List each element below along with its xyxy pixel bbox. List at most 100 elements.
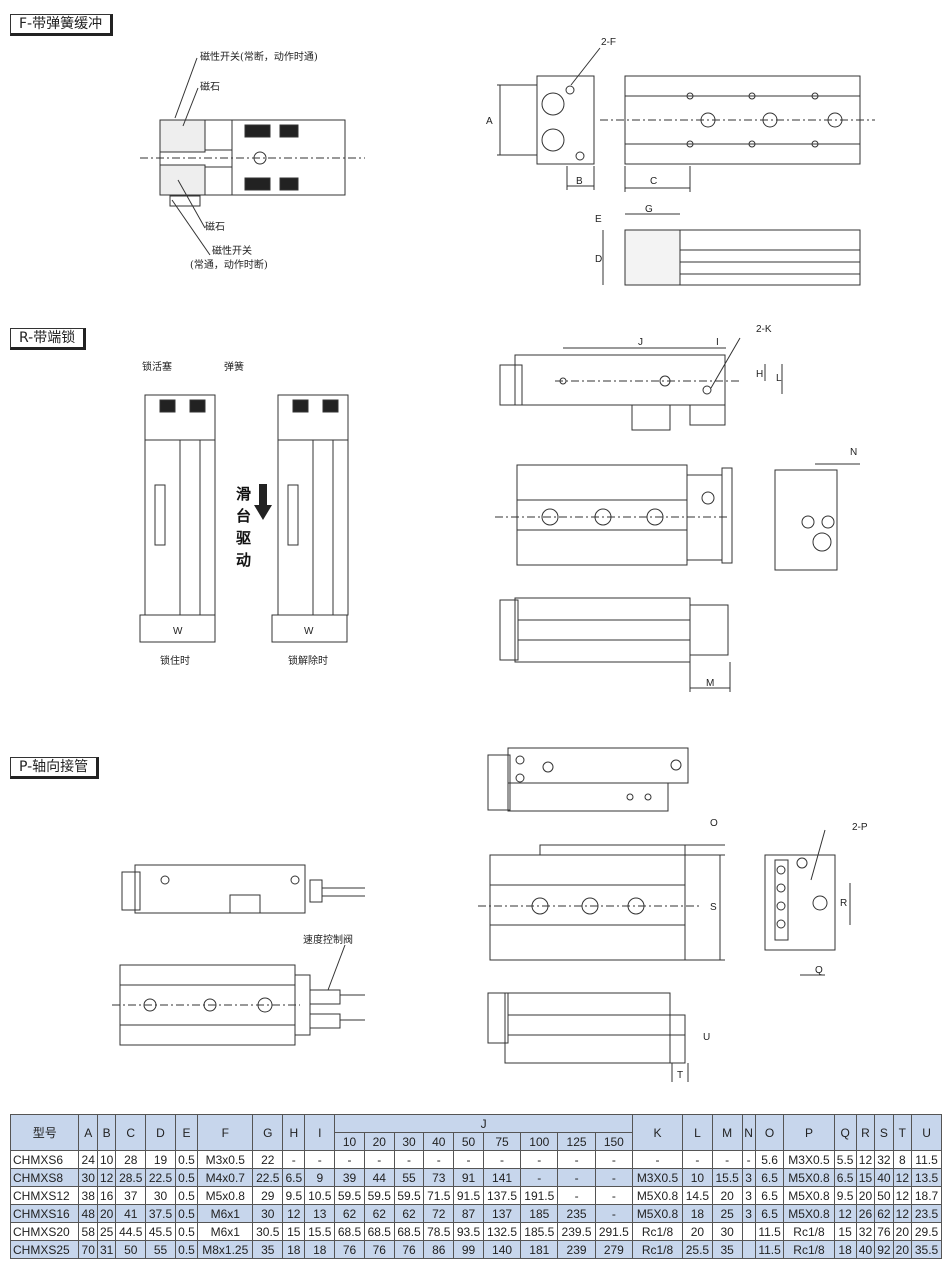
header-o: O (754, 1114, 785, 1151)
table-cell: M6x1 (197, 1222, 254, 1241)
table-cell: 12 (892, 1204, 913, 1223)
header-t: T (892, 1114, 913, 1151)
table-cell: 22.5 (252, 1168, 284, 1187)
table-cell: 0.5 (174, 1204, 199, 1223)
table-cell: 137.5 (482, 1186, 522, 1205)
header-u: U (911, 1114, 942, 1151)
table-cell: 239.5 (557, 1222, 596, 1241)
table-cell: 12 (96, 1168, 117, 1187)
header-r: R (855, 1114, 876, 1151)
header-c: C (115, 1114, 147, 1151)
table-cell: M8x1.25 (197, 1240, 254, 1259)
table-cell: 37 (115, 1186, 147, 1205)
f-top-view (600, 75, 875, 192)
header-j: J (334, 1114, 633, 1133)
table-cell: 50 (874, 1186, 894, 1205)
table-cell: M5x0.8 (197, 1186, 254, 1205)
header-q: Q (833, 1114, 857, 1151)
table-cell: 12 (892, 1168, 913, 1187)
table-cell: 3 (741, 1186, 756, 1205)
table-cell: 13 (304, 1204, 336, 1223)
table-cell: 28 (115, 1150, 147, 1169)
table-cell: - (741, 1150, 756, 1169)
table-cell: 62 (363, 1204, 395, 1223)
table-cell: 35 (711, 1240, 743, 1259)
table-cell: 9 (304, 1168, 336, 1187)
table-cell: - (304, 1150, 336, 1169)
table-cell: 68.5 (334, 1222, 365, 1241)
table-cell: 76 (874, 1222, 894, 1241)
table-cell: M6x1 (197, 1204, 254, 1223)
table-cell: 99 (453, 1240, 484, 1259)
header-b: B (96, 1114, 117, 1151)
table-cell: Rc1/8 (631, 1222, 684, 1241)
table-cell: - (363, 1150, 395, 1169)
table-cell: 13.5 (911, 1168, 942, 1187)
table-cell: - (334, 1150, 365, 1169)
table-cell: M3x0.5 (197, 1150, 254, 1169)
table-cell: 25 (96, 1222, 117, 1241)
f-side-view (602, 213, 861, 286)
table-cell: 73 (423, 1168, 455, 1187)
table-cell: 6.5 (833, 1168, 857, 1187)
p-right-top-view (487, 747, 689, 812)
model-cell: CHMXS16 (9, 1204, 80, 1223)
dim-e: E (595, 214, 602, 225)
f-switch-no-label: 磁性开关 (212, 244, 252, 257)
table-cell: 5.6 (754, 1150, 785, 1169)
table-cell: 20 (711, 1186, 743, 1205)
table-cell: 78.5 (423, 1222, 455, 1241)
r-end-view (774, 463, 860, 571)
table-cell: 26 (855, 1204, 876, 1223)
table-cell: M5X0.8 (783, 1168, 835, 1187)
dim-r: R (840, 898, 847, 909)
table-cell: 30 (78, 1168, 98, 1187)
table-cell: 12 (833, 1204, 857, 1223)
table-cell: 40 (855, 1240, 876, 1259)
r-w1: W (173, 626, 183, 637)
table-cell (741, 1240, 756, 1259)
table-cell: 30 (145, 1186, 176, 1205)
f-switch-nc-label: 磁性开关(常断，动作时通) (200, 50, 318, 63)
table-cell: 76 (363, 1240, 395, 1259)
table-cell: 6.5 (754, 1204, 785, 1223)
dim-u: U (703, 1032, 710, 1043)
table-cell: 20 (855, 1186, 876, 1205)
table-cell: M3X0.5 (631, 1168, 684, 1187)
p-right-side-view (487, 992, 689, 1082)
table-cell: 24 (78, 1150, 98, 1169)
model-cell: CHMXS12 (9, 1186, 80, 1205)
table-cell: 76 (393, 1240, 425, 1259)
table-cell: 18 (282, 1240, 306, 1259)
r-drive-char-1: 滑 (236, 485, 251, 503)
table-cell: 141 (482, 1168, 522, 1187)
table-cell: 30 (252, 1204, 284, 1223)
table-cell: 15 (282, 1222, 306, 1241)
table-cell: 20 (892, 1240, 913, 1259)
dim-m: M (706, 678, 714, 689)
table-cell: 0.5 (174, 1150, 199, 1169)
dim-q: Q (815, 965, 823, 976)
table-cell: 11.5 (911, 1150, 942, 1169)
p-left-front-view (112, 944, 365, 1046)
f-magnet-top-label: 磁石 (200, 80, 220, 93)
header-j-10: 10 (334, 1132, 365, 1151)
r-drive-char-2: 台 (236, 507, 251, 525)
header-j-150: 150 (594, 1132, 633, 1151)
table-cell: 137 (482, 1204, 522, 1223)
r-piston-label: 锁活塞 (142, 360, 172, 373)
header-j-100: 100 (520, 1132, 559, 1151)
header-p: P (783, 1114, 835, 1151)
table-cell: 59.5 (334, 1186, 365, 1205)
table-cell: 91 (453, 1168, 484, 1187)
header-d: D (145, 1114, 176, 1151)
dim-2k: 2-K (756, 324, 772, 335)
table-cell: 68.5 (363, 1222, 395, 1241)
table-cell: 35 (252, 1240, 284, 1259)
dim-l: L (776, 373, 782, 384)
table-cell: 10.5 (304, 1186, 336, 1205)
dim-c: C (650, 176, 657, 187)
